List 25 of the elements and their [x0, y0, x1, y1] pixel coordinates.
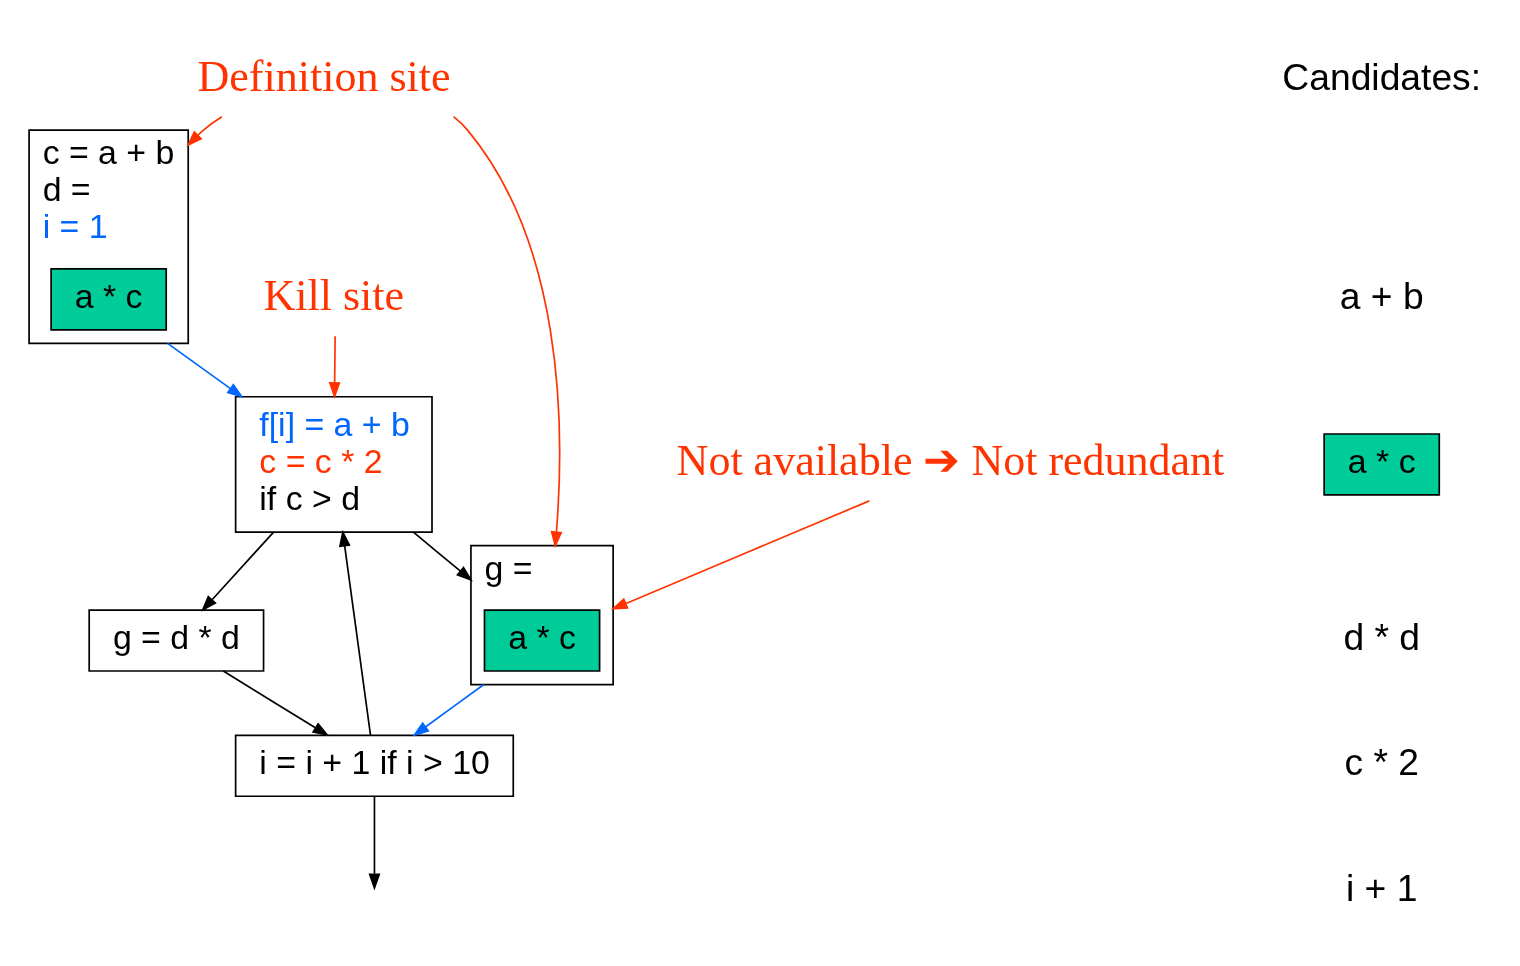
arrow — [412, 683, 485, 736]
node-box: a * c — [483, 608, 601, 672]
node-box: a * c — [50, 267, 168, 331]
label: i + 1 — [1346, 866, 1418, 909]
arrow — [368, 795, 381, 890]
node-text: Kill site — [263, 270, 405, 320]
arrow — [610, 499, 871, 610]
node-box: g = d * d — [88, 608, 265, 672]
node-box: f[i] = a + b c = c * 2 if c > d — [234, 395, 433, 533]
label: d * d — [1343, 615, 1421, 658]
label: c * 2 — [1344, 740, 1419, 783]
arrow — [452, 115, 563, 548]
arrow — [186, 115, 223, 147]
label: Candidates: — [1282, 55, 1482, 98]
node-box: i = i + 1 if i > 10 — [234, 733, 515, 797]
arrow — [412, 531, 473, 581]
arrow — [201, 531, 275, 612]
arrow — [338, 529, 372, 736]
node-box: a * c — [1323, 432, 1441, 496]
arrow — [328, 334, 341, 399]
arrow — [166, 342, 244, 398]
node-text: Definition site — [197, 51, 451, 101]
label: a + b — [1339, 274, 1424, 317]
node-text: Not available ➔ Not redundant — [676, 435, 1225, 485]
arrow — [222, 669, 330, 736]
